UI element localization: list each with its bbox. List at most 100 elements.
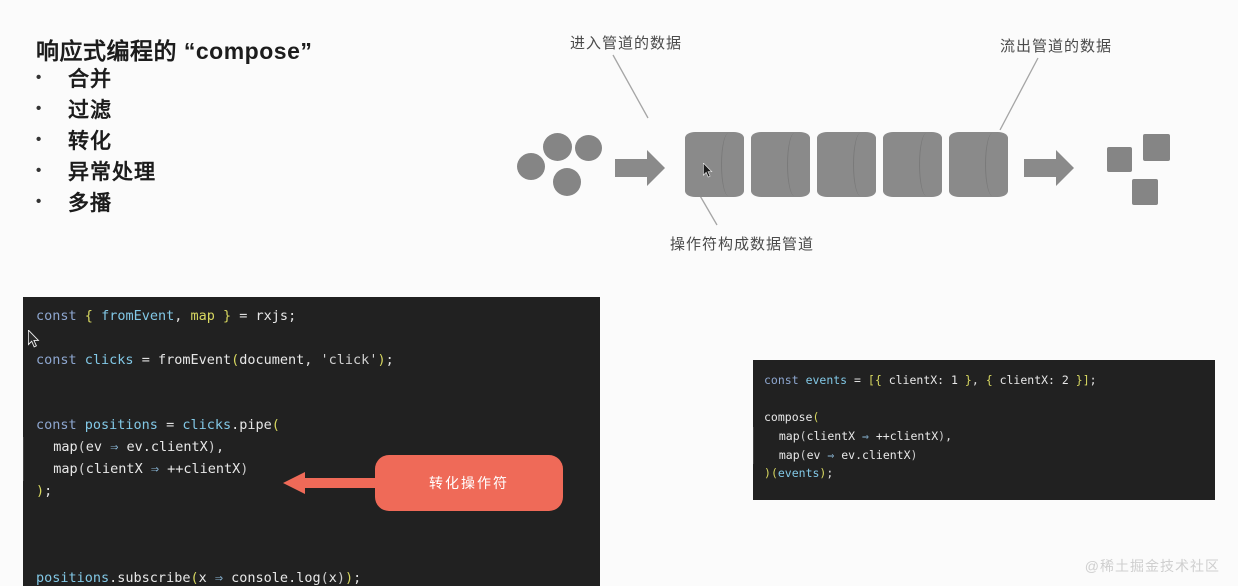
bullet-item: •转化 (36, 124, 156, 155)
code-token: rxjs (255, 308, 289, 324)
code-token: subscribe (117, 570, 191, 586)
code-token (993, 373, 1000, 387)
code-block-pipe[interactable]: const { fromEvent, map } = rxjs; const c… (23, 297, 600, 586)
code-token (223, 570, 231, 586)
code-token: = (231, 308, 256, 324)
code-token (36, 395, 44, 411)
code-token (37, 439, 53, 455)
code-line: )(events); (753, 464, 1215, 483)
code-token: const (36, 308, 77, 324)
bullet-marker-icon: • (36, 69, 42, 86)
code-token: map (190, 308, 215, 324)
code-token: clicks (84, 351, 134, 368)
code-token: = (847, 373, 868, 387)
code-token: } (223, 308, 232, 324)
pipeline-stage (949, 132, 1008, 197)
code-token (77, 352, 85, 368)
code-line: const positions = clicks.pipe( (23, 415, 600, 437)
code-line: map(ev ⇒ ev.clientX), (23, 437, 600, 460)
input-item (517, 153, 545, 180)
code-token (143, 461, 151, 477)
code-token: ; (826, 466, 834, 481)
code-token (1069, 373, 1076, 387)
bullet-list: •合并•过滤•转化•异常处理•多播 (36, 62, 156, 217)
code-token: ) (819, 466, 827, 481)
code-line: const events = [{ clientX: 1 }, { client… (753, 371, 1215, 390)
code-token: [ (867, 373, 875, 387)
code-token: ; (288, 308, 297, 324)
code-token: ) (240, 461, 249, 478)
code-line: const clicks = fromEvent(document, 'clic… (23, 350, 600, 372)
code-token: ⇒ (214, 570, 224, 586)
code-token (77, 308, 85, 324)
code-token: map (778, 447, 800, 462)
output-item (1143, 134, 1170, 161)
code-line (23, 328, 600, 350)
code-token: clientX (85, 461, 143, 478)
input-item (543, 133, 572, 161)
code-token: , (215, 439, 225, 456)
code-token: ( (271, 417, 280, 434)
code-token: clicks (182, 417, 232, 434)
code-token (207, 570, 215, 586)
code-token: { (874, 373, 882, 387)
code-token: ⇒ (110, 439, 119, 456)
code-line (23, 372, 600, 394)
code-line (23, 525, 600, 547)
diagram-input-label: 进入管道的数据 (570, 35, 683, 52)
code-token (958, 373, 965, 387)
code-token (36, 548, 44, 564)
code-token: x (198, 570, 207, 586)
code-token: , (304, 351, 321, 368)
code-token: : (937, 373, 952, 387)
code-line: map(ev ⇒ ev.clientX) (753, 445, 1215, 465)
bullet-item: •异常处理 (36, 155, 156, 186)
code-token: fromEvent (101, 308, 175, 324)
flow-arrow-in (615, 150, 665, 186)
code-token: . (109, 570, 118, 586)
bullet-marker-icon: • (36, 193, 42, 210)
code-token: ; (385, 351, 394, 368)
code-token: ) (938, 428, 946, 443)
code-token: 'click' (320, 351, 378, 368)
code-token: fromEvent (157, 351, 232, 368)
code-token (764, 392, 771, 406)
callout-badge[interactable]: 转化操作符 (375, 455, 563, 511)
code-token (37, 461, 53, 477)
code-token: log (296, 570, 321, 586)
code-token: ++clientX (167, 461, 241, 478)
code-token (799, 373, 806, 387)
code-token (159, 461, 167, 477)
code-token: ; (353, 570, 362, 586)
input-item (553, 168, 581, 196)
code-token: 2 (1061, 373, 1069, 387)
code-token: , (945, 428, 953, 443)
code-token: . (855, 447, 863, 462)
callout-arrow-icon (283, 472, 379, 494)
code-token: ⇒ (827, 447, 835, 462)
code-token (36, 330, 44, 346)
code-token: const (36, 417, 77, 434)
diagram-output-label: 流出管道的数据 (1000, 38, 1113, 55)
code-token: ++clientX (875, 428, 939, 443)
code-token: compose (764, 410, 813, 425)
code-line: map(clientX ⇒ ++clientX), (753, 426, 1215, 446)
pipeline-stage (883, 132, 942, 197)
code-token: pipe (239, 417, 272, 434)
code-line: compose( (753, 408, 1215, 427)
code-lines-left: const { fromEvent, map } = rxjs; const c… (23, 297, 600, 586)
code-token (36, 505, 44, 521)
code-token: x (328, 570, 337, 586)
code-line: positions.subscribe(x ⇒ console.log(x)); (23, 568, 600, 586)
code-token: } (1075, 373, 1083, 387)
code-line (753, 390, 1215, 409)
code-token: , (971, 373, 986, 387)
code-token: } (964, 373, 972, 387)
code-line: const { fromEvent, map } = rxjs; (23, 306, 600, 328)
code-line (23, 393, 600, 415)
bullet-label: 异常处理 (68, 160, 156, 184)
code-token: ; (1089, 373, 1097, 387)
code-block-compose[interactable]: const events = [{ clientX: 1 }, { client… (753, 360, 1215, 500)
code-token: ( (812, 410, 820, 425)
bullet-marker-icon: • (36, 100, 42, 117)
